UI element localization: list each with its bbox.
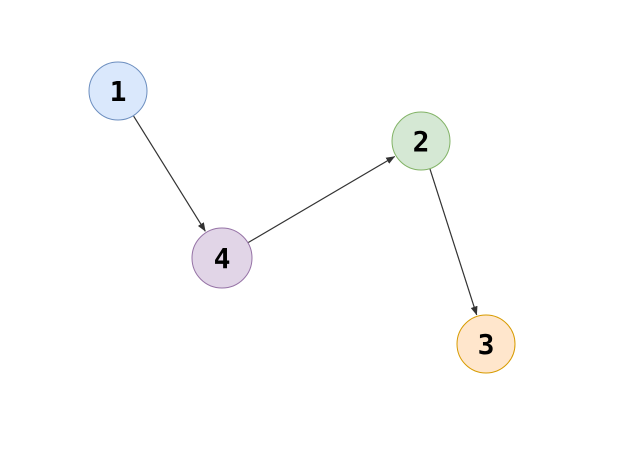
edge-2-to-3 (429, 168, 478, 316)
node-2[interactable] (391, 111, 451, 171)
edge-4-to-2 (247, 155, 396, 244)
node-3[interactable] (456, 314, 516, 374)
node-4[interactable] (191, 227, 253, 289)
edge-1-to-4 (133, 115, 206, 232)
node-1[interactable] (88, 61, 148, 121)
